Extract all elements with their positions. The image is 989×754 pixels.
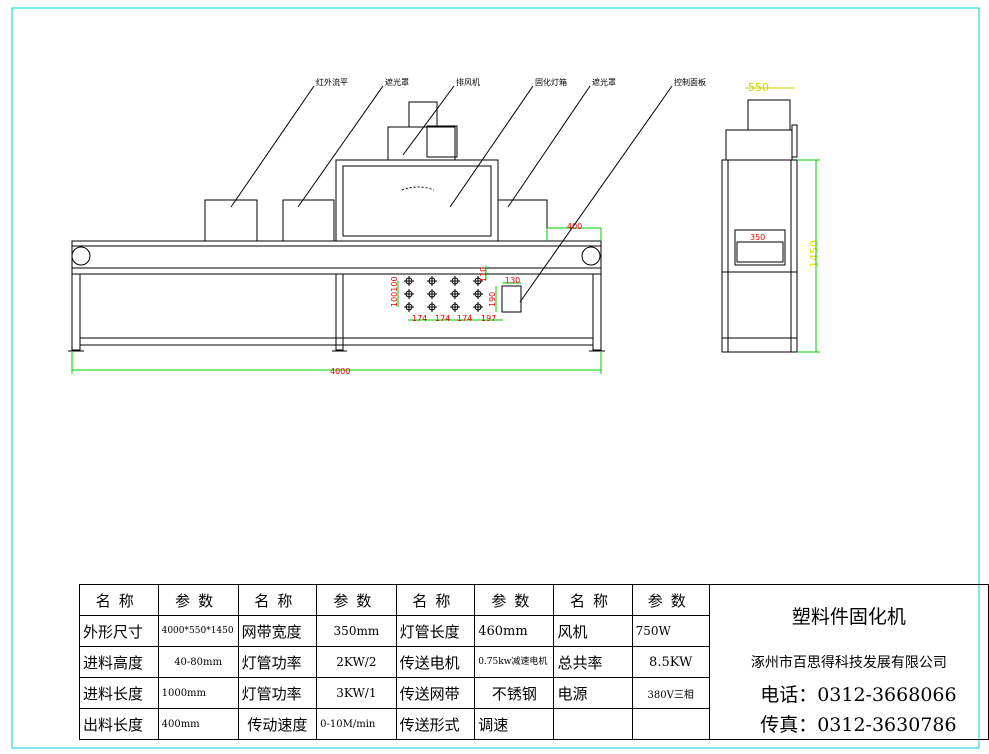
dim-1450: 1450 <box>808 240 821 268</box>
dim-174: 174 <box>435 314 450 323</box>
header-cell: 名称 <box>553 584 633 616</box>
cell <box>553 708 633 740</box>
table-header-row: 名称 参数 名称 参数 名称 参数 名称 参数 塑料件固化机 <box>79 584 989 647</box>
header-cell: 参数 <box>316 584 397 616</box>
cell: 40-80mm <box>157 646 239 678</box>
table-row: 外形尺寸 4000*550*1450 网带宽度 350mm 灯管长度 460mm… <box>79 615 989 647</box>
hole-crosshair <box>427 302 437 312</box>
control-panel <box>501 285 522 313</box>
cell: 进料长度 <box>79 677 159 709</box>
cell: 传送网带 <box>395 677 476 709</box>
cell: 8.5KW <box>631 646 710 678</box>
hole-crosshair <box>450 302 460 312</box>
cell: 0-10M/min <box>316 708 397 740</box>
phone-number: 电话：0312-3668066 <box>708 677 989 709</box>
roller-left <box>71 246 91 266</box>
leg <box>592 273 602 351</box>
header-cell: 参数 <box>474 584 555 616</box>
cell: 灯管功率 <box>237 677 318 709</box>
dim-4000: 4000 <box>330 367 350 376</box>
fax-number: 传真：0312-3630786 <box>708 708 989 740</box>
cell: 传送形式 <box>395 708 476 740</box>
cell: 进料高度 <box>79 646 159 678</box>
cell <box>631 708 710 740</box>
spec-table: 名称 参数 名称 参数 名称 参数 名称 参数 塑料件固化机 外形尺寸 4000… <box>79 584 989 740</box>
lower-rail <box>79 337 594 346</box>
dim-174: 174 <box>412 314 427 323</box>
cell: 4000*550*1450 <box>157 615 239 647</box>
roller-right <box>581 246 601 266</box>
hole-crosshair <box>450 289 460 299</box>
light-shield-left <box>282 199 335 242</box>
hole-crosshair <box>404 289 414 299</box>
cell: 460mm <box>474 615 555 647</box>
dim-130: 130 <box>505 276 520 285</box>
hole-crosshair <box>473 302 483 312</box>
cell: 出料长度 <box>79 708 159 740</box>
cell: 2KW/2 <box>316 646 397 678</box>
exhaust-fan <box>387 126 456 161</box>
cell: 400mm <box>157 708 239 740</box>
hole-crosshair <box>427 276 437 286</box>
table-row: 出料长度 400mm 传动速度 0-10M/min 传送形式 调速 传真：031… <box>79 708 989 740</box>
header-cell: 参数 <box>631 584 710 616</box>
cell: 传动速度 <box>237 708 318 740</box>
cell: 0.75kw减速电机 <box>474 646 555 678</box>
side-view <box>721 87 820 353</box>
callout-light-shield: 遮光罩 <box>385 77 409 87</box>
leg <box>71 273 81 351</box>
cell: 网带宽度 <box>237 615 318 647</box>
header-cell: 名称 <box>79 584 159 616</box>
company-name: 涿州市百思得科技发展有限公司 <box>708 646 989 678</box>
cell: 灯管长度 <box>395 615 476 647</box>
hole-crosshair <box>427 289 437 299</box>
cell: 外形尺寸 <box>79 615 159 647</box>
callout-control-panel: 控制面板 <box>674 77 706 87</box>
light-shield-right <box>497 199 548 242</box>
product-name: 塑料件固化机 <box>708 584 989 647</box>
cell: 传送电机 <box>395 646 476 678</box>
callout-ir-leveling: 红外流平 <box>316 77 348 87</box>
conveyor-body <box>71 240 602 269</box>
sheet-border <box>11 7 980 749</box>
cell: 750W <box>631 615 710 647</box>
callout-light-shield-2: 遮光罩 <box>592 77 616 87</box>
callout-lamp-box: 固化灯箱 <box>535 77 567 87</box>
dim-110: 110 <box>479 267 488 282</box>
cell: 3KW/1 <box>316 677 397 709</box>
table-row: 进料高度 40-80mm 灯管功率 2KW/2 传送电机 0.75kw减速电机 … <box>79 646 989 678</box>
hole-crosshair <box>473 276 483 286</box>
hole-crosshair <box>473 289 483 299</box>
hole-crosshair <box>450 276 460 286</box>
cell: 电源 <box>553 677 633 709</box>
cell: 灯管功率 <box>237 646 318 678</box>
dim-100100: 100100 <box>390 276 399 307</box>
dim-350: 350 <box>750 233 765 242</box>
cell: 调速 <box>474 708 555 740</box>
cell: 1000mm <box>157 677 239 709</box>
cell: 不锈钢 <box>474 677 555 709</box>
leg <box>335 273 344 351</box>
header-cell: 名称 <box>395 584 476 616</box>
cell: 380V三相 <box>631 677 710 709</box>
header-cell: 名称 <box>237 584 318 616</box>
hole-crosshair <box>404 276 414 286</box>
cell: 350mm <box>316 615 397 647</box>
table-row: 进料长度 1000mm 灯管功率 3KW/1 传送网带 不锈钢 电源 380V三… <box>79 677 989 709</box>
dim-400: 400 <box>567 222 582 231</box>
dim-174: 174 <box>457 314 472 323</box>
cell: 风机 <box>553 615 633 647</box>
dim-197: 197 <box>481 314 496 323</box>
callout-exhaust-fan: 排风机 <box>456 77 480 87</box>
cell: 总共率 <box>553 646 633 678</box>
header-cell: 参数 <box>157 584 239 616</box>
front-view: /* placeholder */ <box>68 85 673 374</box>
hole-crosshair <box>404 302 414 312</box>
callout-labels: 红外流平 遮光罩 排风机 固化灯箱 遮光罩 控制面板 4000 400 174 … <box>316 77 821 376</box>
dim-190: 190 <box>488 292 497 307</box>
ir-leveling-box <box>204 199 258 242</box>
